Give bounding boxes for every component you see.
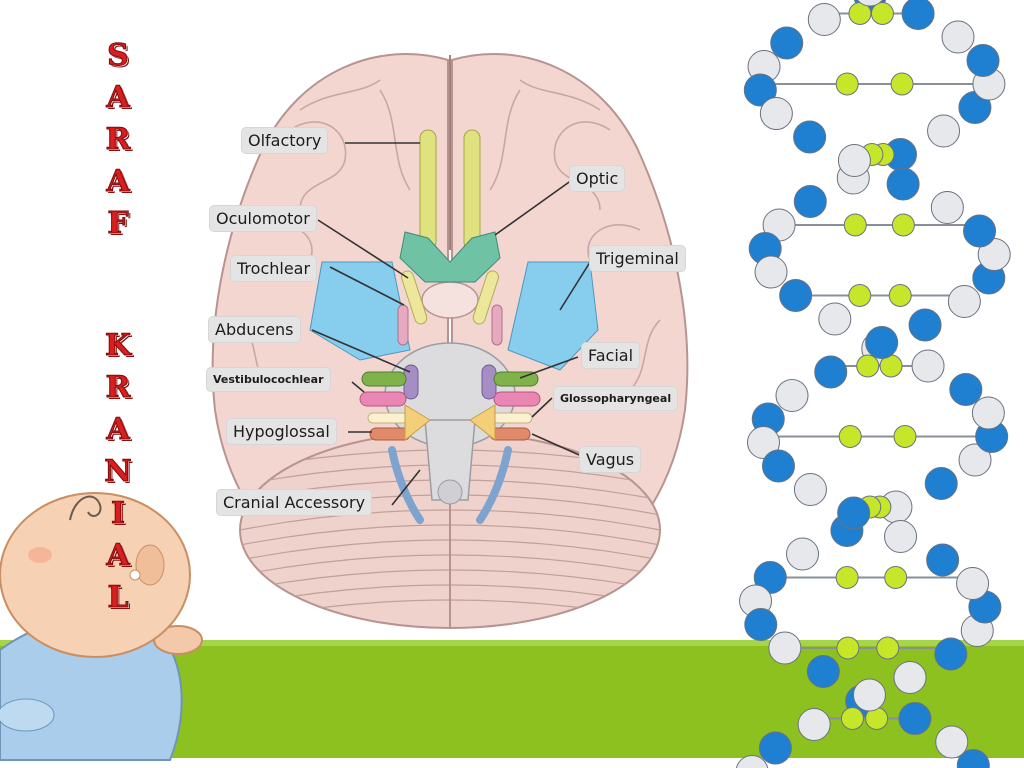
dna-base-bead [848, 284, 872, 307]
dna-backbone-bead [735, 755, 769, 768]
dna-backbone-bead [958, 443, 992, 477]
dna-backbone-bead [837, 496, 871, 530]
label-oculomotor: Oculomotor [210, 206, 316, 231]
dna-backbone-bead [744, 608, 778, 641]
dna-backbone-bead [865, 326, 899, 359]
dna-base-bead [888, 284, 912, 307]
dna-backbone-bead [956, 749, 990, 768]
dna-backbone-bead [927, 114, 961, 148]
dna-base-bead [876, 636, 900, 660]
dna-backbone-bead [768, 631, 802, 665]
title-letter: R [105, 370, 131, 406]
label-facial: Facial [582, 343, 640, 368]
dna-backbone-bead [930, 191, 964, 224]
dna-backbone-bead [793, 473, 827, 506]
dna-backbone-bead [759, 97, 793, 130]
title-letter: S [107, 38, 130, 74]
title-letter: A [106, 164, 130, 200]
dna-base-bead [893, 425, 917, 448]
title-letter: A [106, 412, 130, 448]
dna-backbone-bead [779, 279, 813, 312]
dna-backbone-bead [758, 731, 792, 765]
dna-backbone-bead [884, 520, 918, 553]
dna-backbone-bead [966, 44, 1000, 77]
dna-base-bead [838, 425, 862, 448]
title-letter: A [106, 538, 130, 574]
dna-backbone-bead [941, 20, 975, 54]
dna-backbone-bead [775, 379, 809, 412]
dna-backbone-bead [806, 655, 840, 688]
dna-backbone-bead [886, 167, 920, 201]
vertical-title: S A R A F K R A N I A L [96, 38, 140, 658]
dna-backbone-bead [893, 661, 927, 694]
dna-backbone-bead [837, 144, 871, 177]
dna-base-bead [870, 2, 894, 25]
label-abducens: Abducens [209, 317, 300, 342]
label-hypoglossal: Hypoglossal [227, 419, 336, 444]
dna-backbone-bead [934, 637, 968, 671]
dna-base-bead [843, 213, 867, 237]
label-glossopharyngeal: Glossopharyngeal [554, 387, 678, 410]
label-vestibulocochlear: Vestibulocochlear [207, 368, 330, 391]
label-vagus: Vagus [580, 447, 641, 472]
dna-backbone-bead [747, 426, 781, 459]
dna-backbone-bead [901, 0, 935, 30]
dna-backbone-bead [761, 449, 795, 483]
label-optic: Optic [570, 166, 625, 191]
dna-backbone-bead [963, 214, 997, 248]
dna-backbone-bead [818, 302, 852, 336]
dna-base-bead [856, 354, 880, 378]
dna-base-bead [835, 566, 859, 589]
dna-backbone-bead [743, 73, 777, 107]
title-letter: K [104, 328, 132, 364]
dna-backbone-bead [926, 543, 960, 577]
dna-backbone-bead [852, 678, 886, 712]
dna-backbone-bead [793, 185, 827, 218]
dna-backbone-bead [754, 255, 788, 289]
dna-base-bead [891, 213, 915, 237]
label-cranial-accessory: Cranial Accessory [217, 490, 372, 515]
dna-backbone-bead [753, 561, 787, 594]
dna-backbone-bead [949, 373, 983, 406]
title-letter: A [106, 80, 130, 116]
label-trigeminal: Trigeminal [590, 246, 685, 271]
dna-backbone-bead [956, 567, 990, 600]
dna-base-bead [884, 566, 908, 589]
dna-base-bead [836, 636, 860, 660]
dna-backbone-bead [797, 708, 831, 741]
dna-backbone-bead [770, 26, 804, 60]
title-letter: L [107, 580, 129, 616]
dna-base-bead [835, 72, 859, 96]
dna-backbone-bead [814, 355, 848, 389]
dna-backbone-bead [793, 120, 827, 154]
title-letter: N [104, 454, 132, 490]
dna-base-bead [840, 707, 864, 730]
dna-backbone-bead [786, 537, 820, 571]
dna-backbone-bead [911, 349, 945, 383]
title-letter: R [105, 122, 131, 158]
title-letter: F [107, 206, 129, 242]
label-olfactory: Olfactory [242, 128, 328, 153]
dna-backbone-bead [947, 285, 981, 318]
title-letter: I [110, 496, 126, 532]
dna-backbone-bead [924, 467, 958, 500]
dna-backbone-bead [908, 308, 942, 342]
dna-backbone-bead [935, 725, 969, 759]
dna-base-bead [890, 72, 914, 96]
dna-backbone-bead [856, 0, 884, 7]
label-trochlear: Trochlear [231, 256, 317, 281]
dna-backbone-bead [971, 396, 1005, 430]
dna-backbone-bead [807, 3, 841, 36]
dna-backbone-bead [898, 702, 932, 735]
